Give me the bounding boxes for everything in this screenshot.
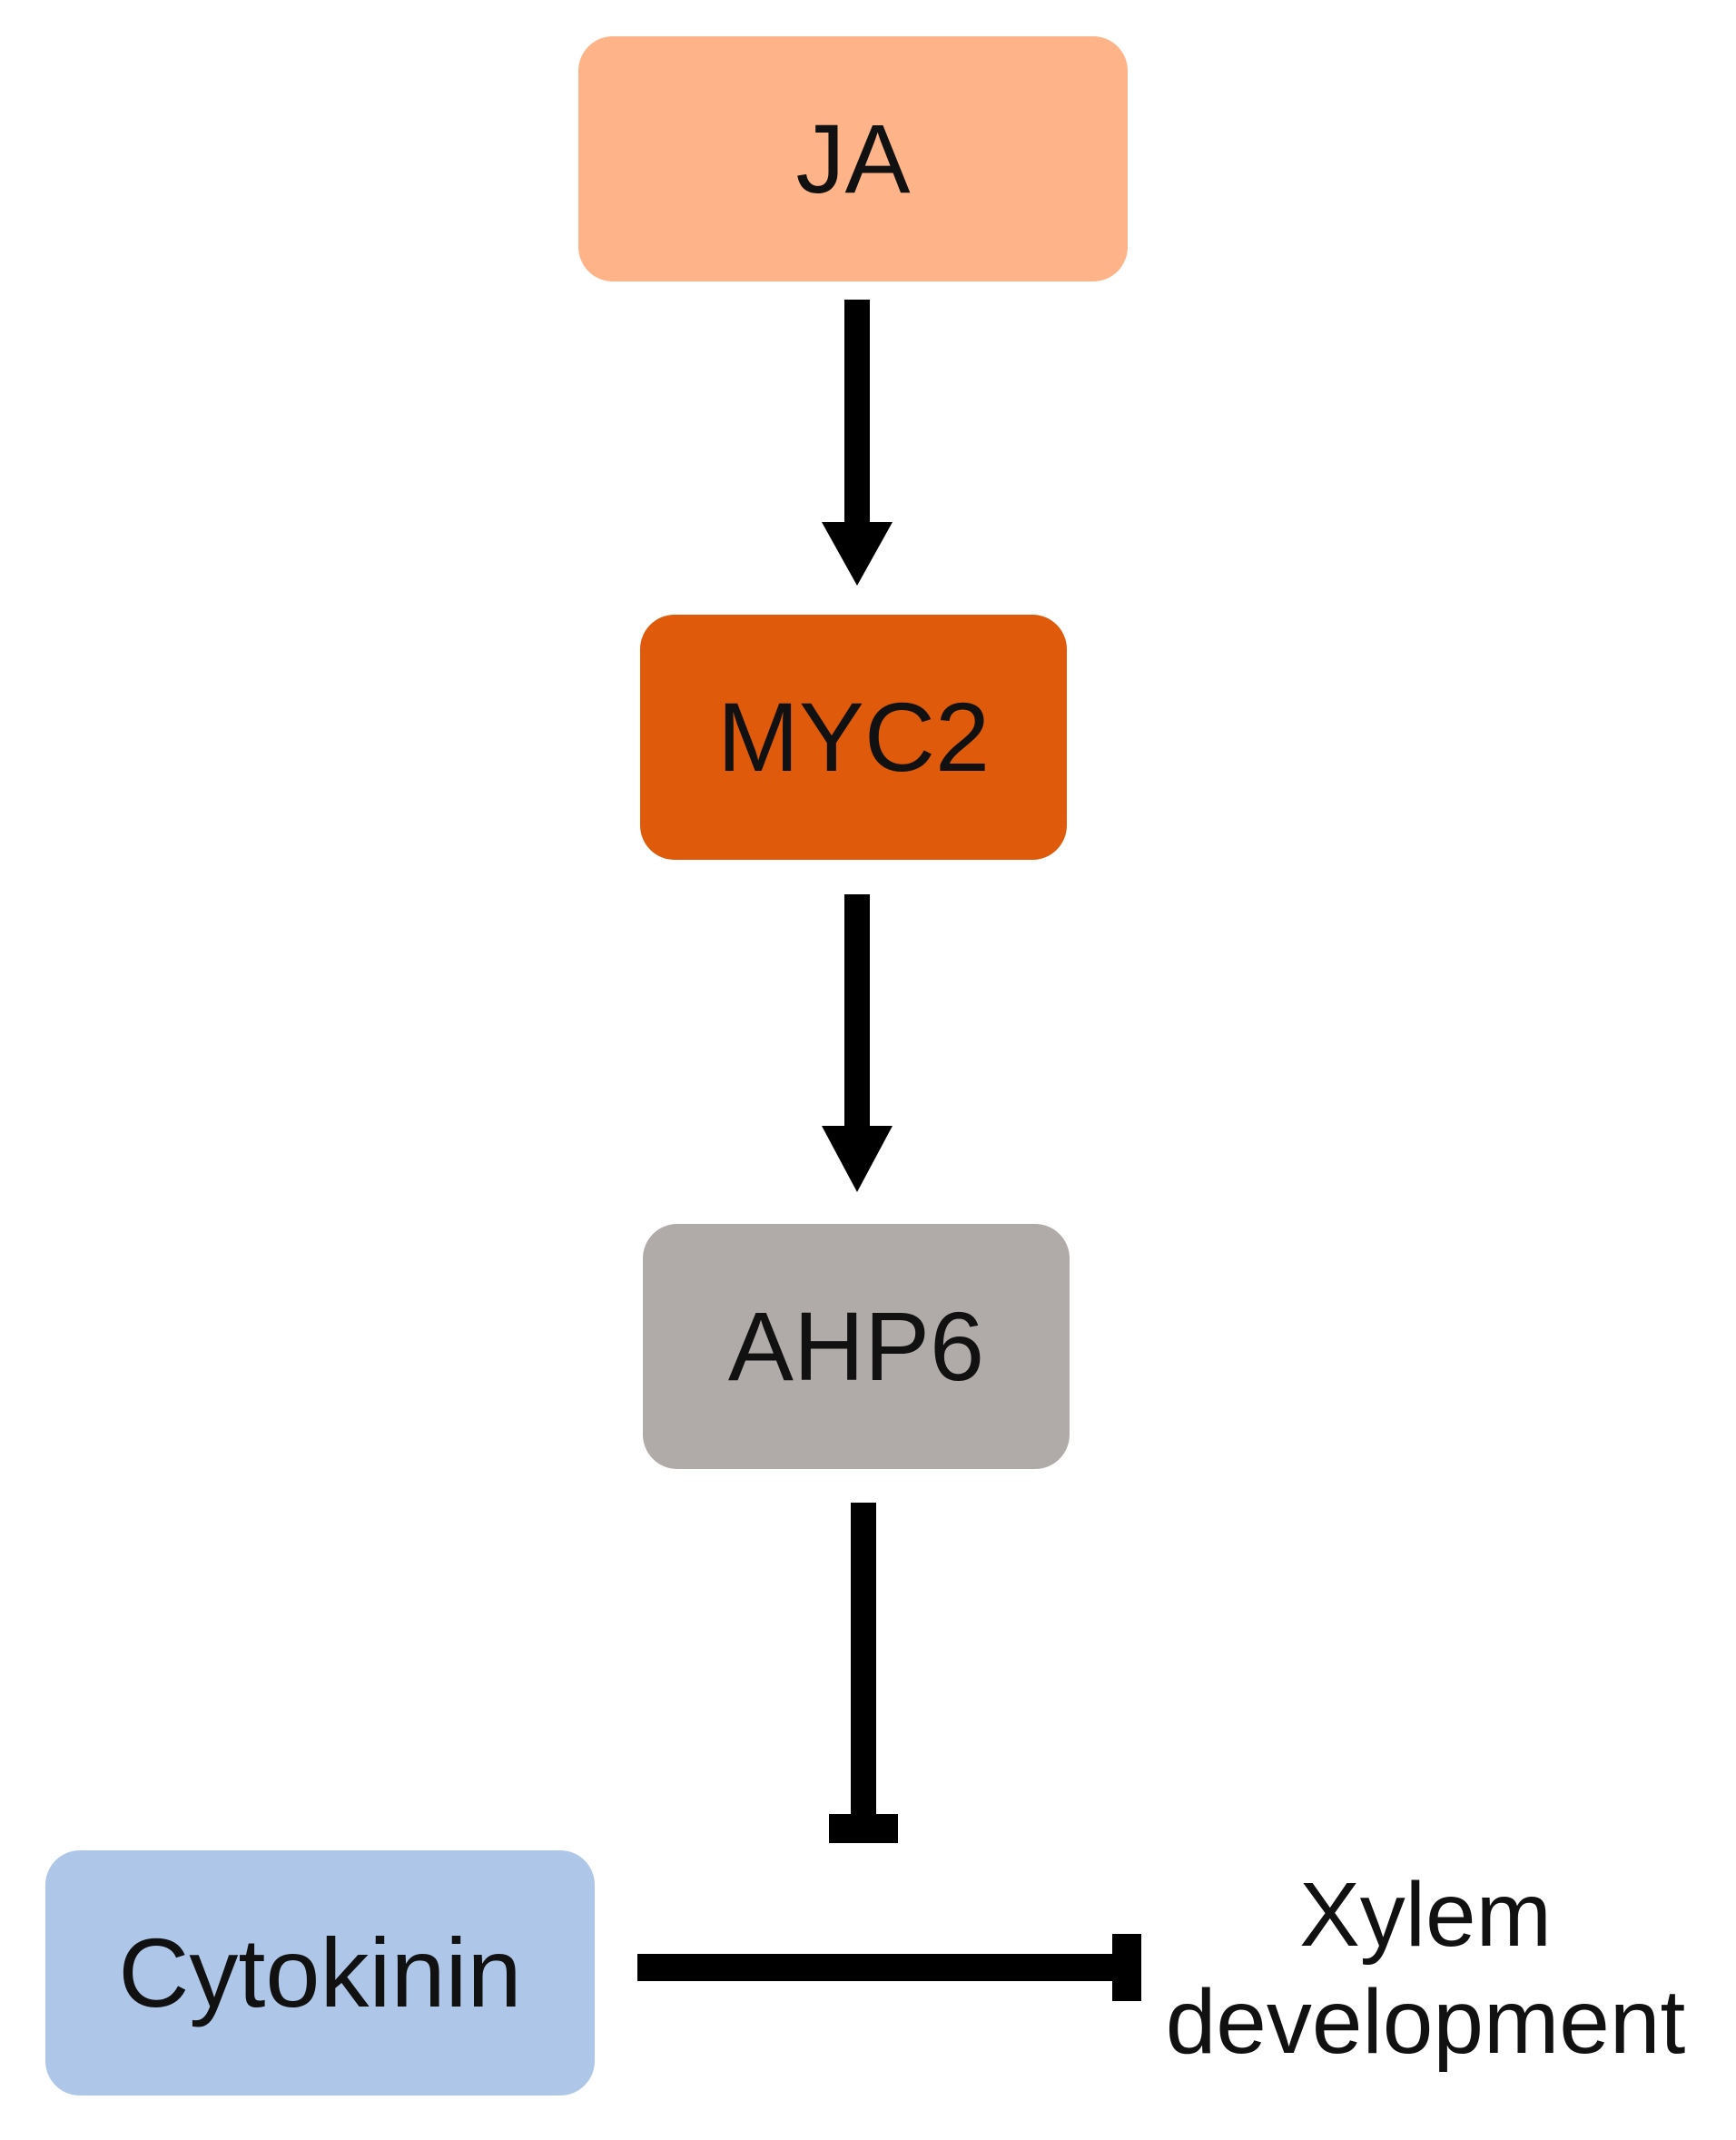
node-myc2: MYC2 — [640, 615, 1067, 860]
arrow-shaft — [844, 894, 870, 1132]
arrow-myc2-to-ahp6 — [822, 894, 893, 1192]
arrow-shaft — [844, 300, 870, 534]
node-cytokinin: Cytokinin — [45, 1850, 595, 2096]
node-ja-label: JA — [795, 104, 911, 213]
inhibition-shaft — [851, 1503, 876, 1820]
xylem-development-label: Xylem development — [1126, 1861, 1725, 2076]
arrow-head — [822, 1126, 893, 1192]
inhibition-shaft — [637, 1954, 1132, 1981]
inhibition-bar — [1112, 1934, 1141, 2001]
node-myc2-label: MYC2 — [716, 682, 991, 792]
node-ja: JA — [578, 36, 1128, 281]
node-ahp6: AHP6 — [643, 1224, 1070, 1469]
arrow-ja-to-myc2 — [822, 300, 893, 586]
node-cytokinin-label: Cytokinin — [118, 1918, 522, 2027]
inhibition-bar — [829, 1814, 898, 1843]
arrow-head — [822, 522, 893, 586]
node-ahp6-label: AHP6 — [727, 1291, 985, 1401]
inhibition-cytokinin-to-xylem — [637, 1934, 1141, 2001]
xylem-label-line2: development — [1165, 1971, 1686, 2073]
inhibition-ahp6-to-cytokinin — [829, 1503, 898, 1843]
xylem-label-line1: Xylem — [1299, 1864, 1552, 1966]
